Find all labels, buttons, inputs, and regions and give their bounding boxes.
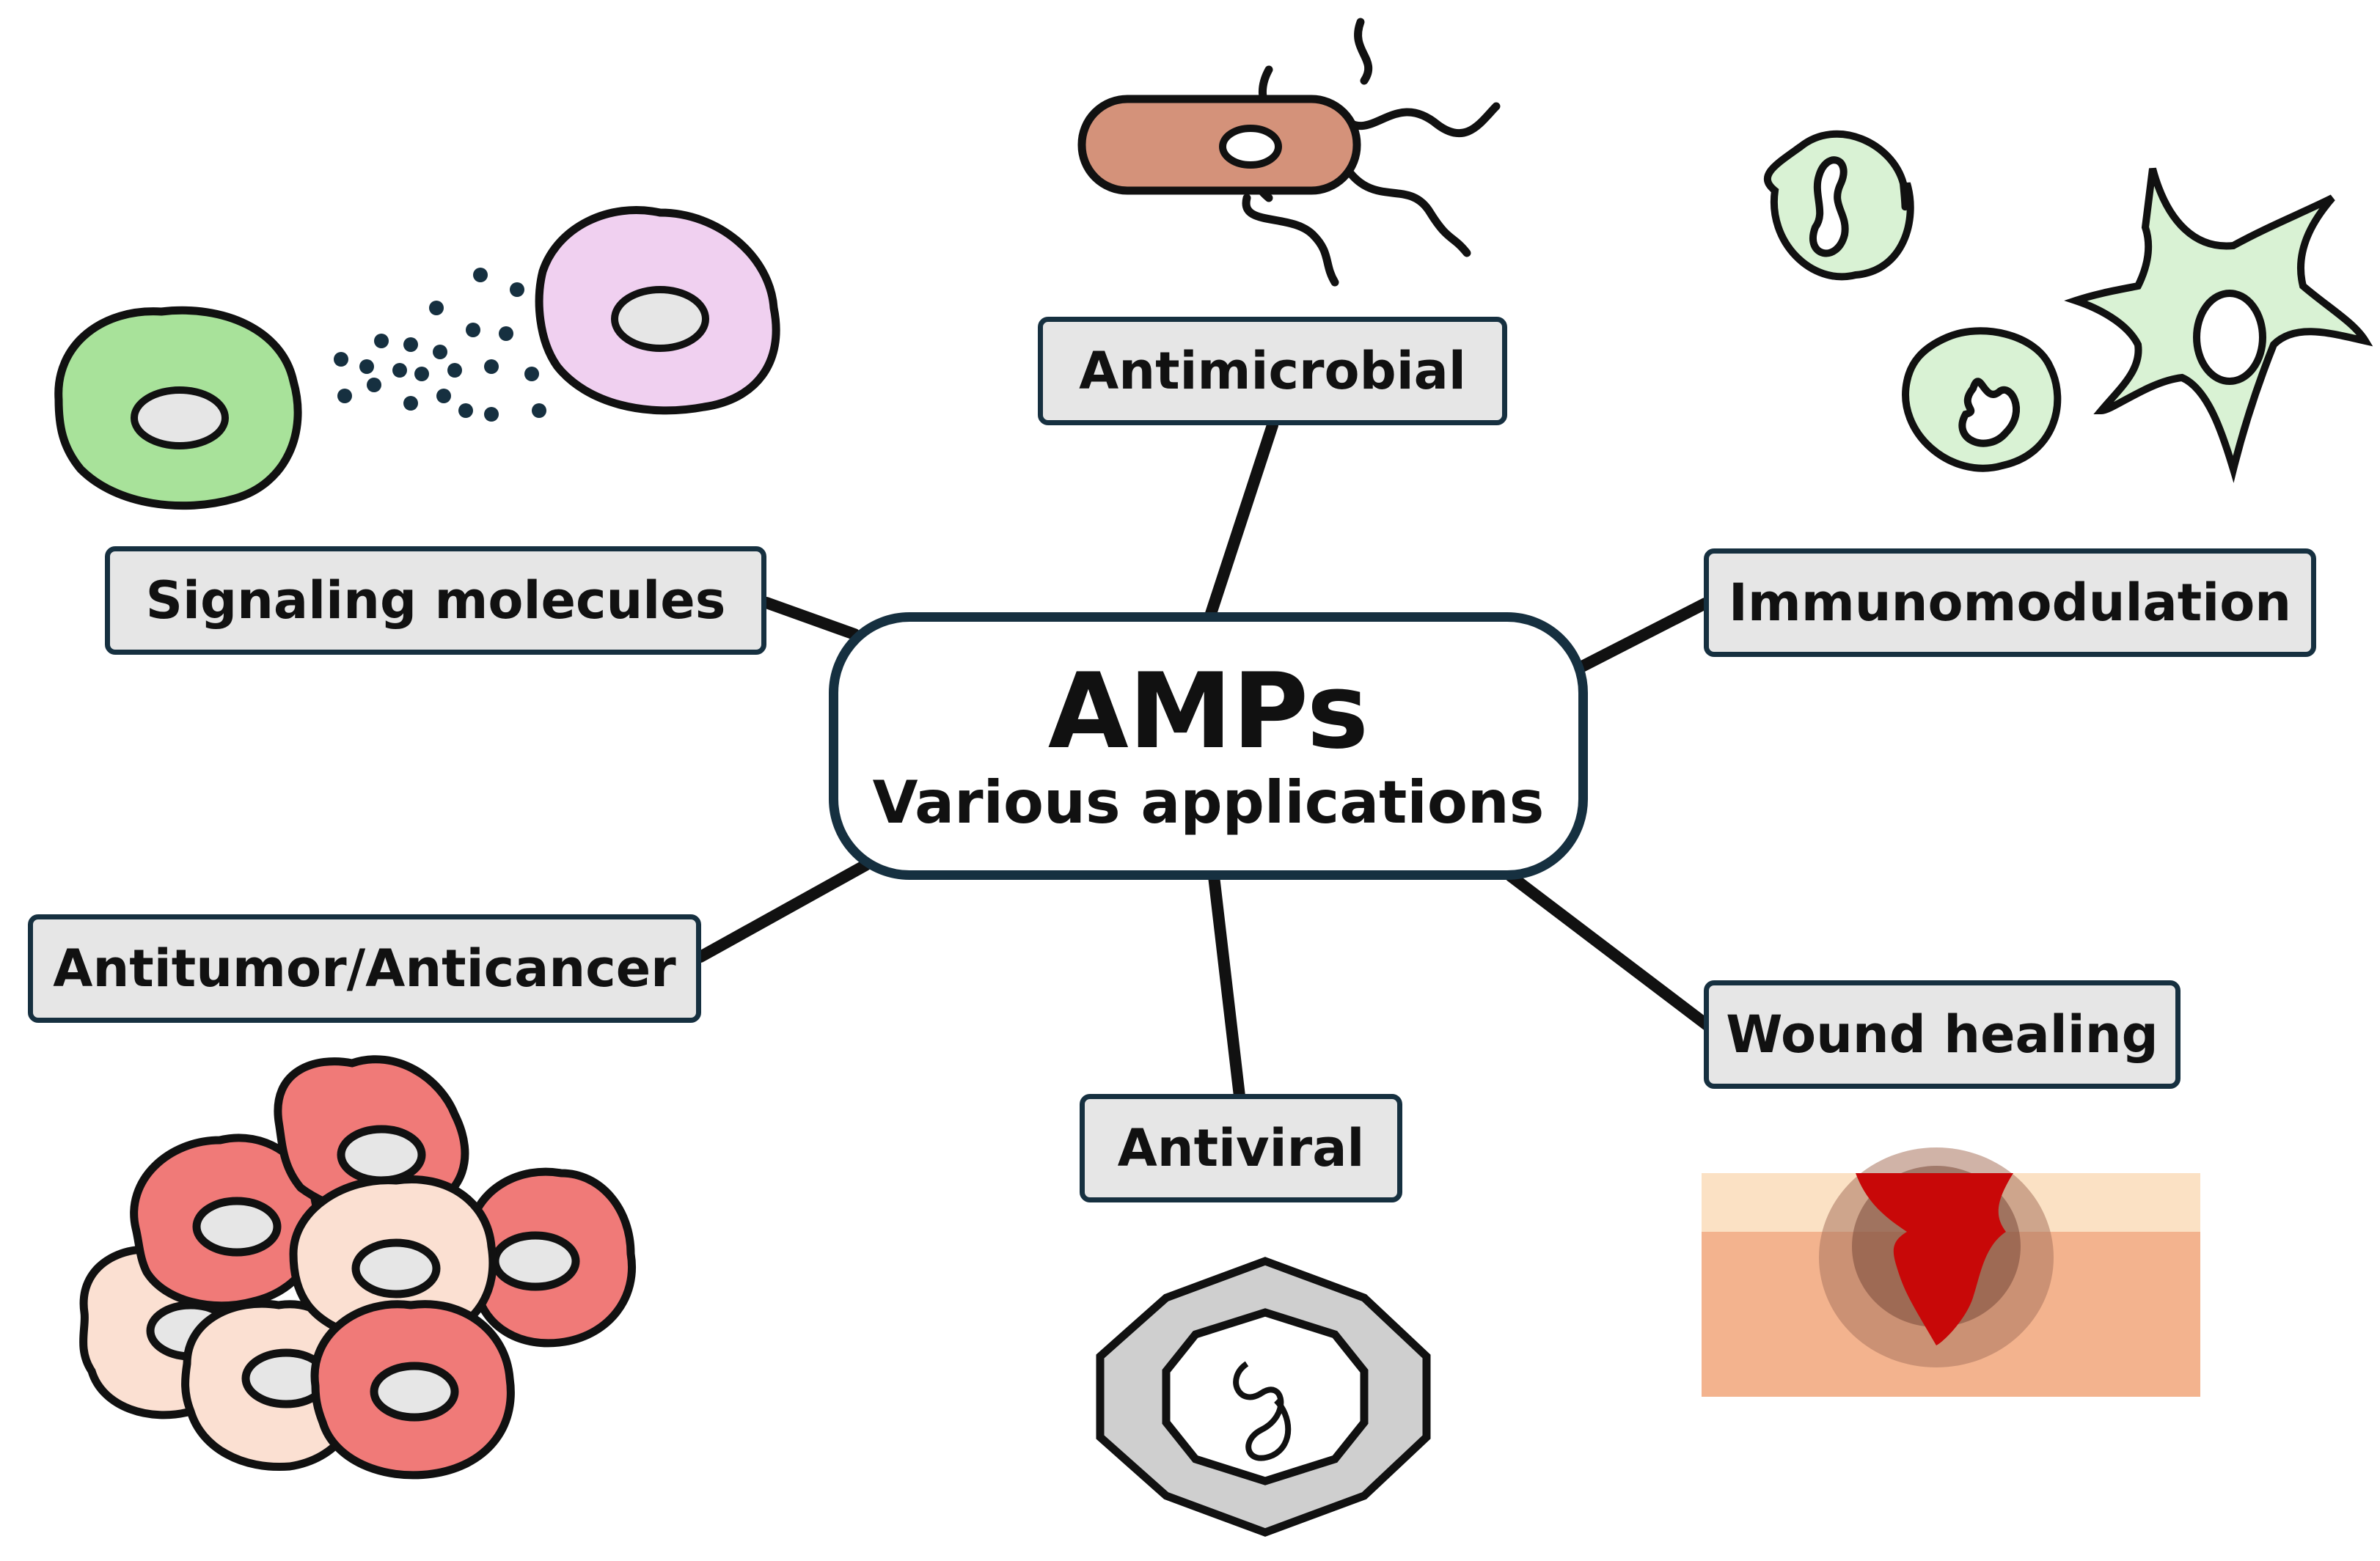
- virus-icon: [1096, 1257, 1431, 1537]
- tumor-cells-icon: [79, 1055, 636, 1480]
- label-wound-healing: Wound healing: [1704, 980, 2181, 1089]
- connector-lines: [695, 419, 1715, 1102]
- label-antimicrobial-text: Antimicrobial: [1079, 341, 1466, 401]
- center-node: AMPs Various applications: [829, 612, 1588, 880]
- label-antitumor: Antitumor/Anticancer: [28, 914, 701, 1023]
- connector-wound-healing: [1505, 870, 1715, 1032]
- label-signaling-text: Signaling molecules: [145, 570, 726, 631]
- signal-dots: [334, 268, 546, 422]
- label-antiviral: Antiviral: [1080, 1094, 1402, 1202]
- label-signaling: Signaling molecules: [105, 546, 766, 655]
- bacterium-icon: [1077, 18, 1501, 287]
- connector-immunomodulation: [1575, 598, 1711, 673]
- center-title: AMPs: [1047, 650, 1369, 772]
- label-antitumor-text: Antitumor/Anticancer: [53, 939, 676, 999]
- connector-signaling: [761, 597, 860, 640]
- signaling-cells-icon: [54, 206, 780, 510]
- immune-cells-icon: [1763, 130, 2373, 483]
- connector-antiviral: [1208, 870, 1245, 1102]
- wound-icon: [1702, 1147, 2200, 1397]
- label-immunomodulation-text: Immunomodulation: [1728, 573, 2292, 633]
- label-antiviral-text: Antiviral: [1117, 1118, 1365, 1178]
- connector-antimicrobial: [1204, 419, 1278, 622]
- center-subtitle: Various applications: [872, 768, 1545, 837]
- connector-antitumor: [695, 859, 871, 963]
- label-immunomodulation: Immunomodulation: [1704, 548, 2316, 657]
- label-antimicrobial: Antimicrobial: [1038, 317, 1507, 425]
- label-wound-healing-text: Wound healing: [1726, 1004, 2159, 1065]
